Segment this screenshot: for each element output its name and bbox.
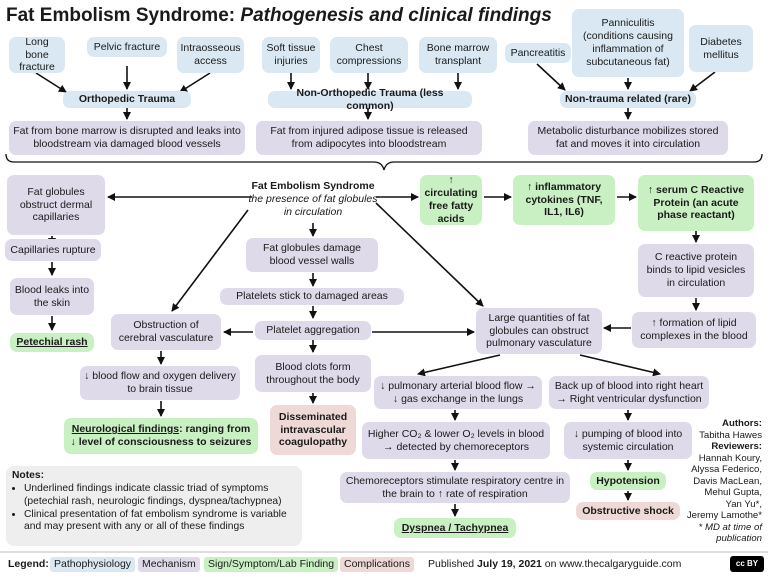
category-non-orthopedic: Non-Orthopedic Trauma (less common) (268, 87, 472, 112)
cerebral-obstruction: Obstruction of cerebral vasculature (111, 314, 221, 350)
cause-long-bone-fracture: Long bone fracture (9, 36, 65, 73)
dyspnea-tachypnea: Dyspnea / Tachypnea (394, 518, 516, 538)
mechanism-metabolic: Metabolic disturbance mobilizes stored f… (528, 121, 728, 155)
legend-complications: Complications (340, 557, 414, 572)
chemoreceptors: Chemoreceptors stimulate respiratory cen… (340, 472, 570, 503)
systemic-pumping: ↓ pumping of blood into systemic circula… (564, 422, 692, 459)
cause-diabetes: Diabetes mellitus (689, 25, 753, 72)
reviewer-name: Alyssa Federico, (691, 464, 762, 475)
hypotension: Hypotension (590, 472, 666, 490)
dermal-obstruction: Fat globules obstruct dermal capillaries (7, 175, 105, 235)
notes-panel: Notes: Underlined findings indicate clas… (6, 466, 302, 546)
notes-heading: Notes: (12, 470, 45, 481)
vessel-damage: Fat globules damage blood vessel walls (246, 238, 378, 272)
syndrome-title: Fat Embolism Syndrome (251, 180, 375, 192)
neuro-label: Neurological findings (71, 423, 180, 436)
syndrome-heading: Fat Embolism Syndrome the presence of fa… (246, 180, 380, 218)
reviewer-name: Hannah Koury, (698, 452, 762, 464)
blood-gas-levels: Higher CO₂ & lower O₂ levels in blood → … (362, 422, 550, 459)
serum-crp: ↑ serum C Reactive Protein (an acute pha… (638, 175, 754, 231)
pulmonary-flow: ↓ pulmonary arterial blood flow → ↓ gas … (374, 376, 542, 409)
cause-intraosseous-access: Intraosseous access (177, 37, 244, 73)
reviewer-name: Davis MacLean, (693, 475, 762, 487)
mechanism-adipose: Fat from injured adipose tissue is relea… (256, 121, 482, 155)
md-footnote: * MD at time of publication (698, 521, 762, 545)
category-non-trauma: Non-trauma related (rare) (560, 91, 696, 108)
reviewer-name: Jeremy Lamothe* (686, 510, 762, 521)
crp-binds-lipid: C reactive protein binds to lipid vesicl… (638, 244, 754, 297)
cause-pancreatitis: Pancreatitis (505, 43, 571, 63)
neurological-findings: Neurological findings: ranging from ↓ le… (64, 418, 258, 454)
note-item: Clinical presentation of fat embolism sy… (24, 509, 296, 535)
cause-soft-tissue: Soft tissue injuries (262, 37, 320, 73)
reviewer-name: Yan Yu*, (725, 498, 762, 510)
blood-clots: Blood clots form throughout the body (255, 355, 371, 392)
note-item: Underlined findings indicate classic tri… (24, 483, 296, 509)
reviewer-name: Mehul Gupta, (704, 487, 762, 498)
neuro-detail: : ranging from ↓ level of consciousness … (70, 423, 252, 448)
mechanism-bone-marrow: Fat from bone marrow is disrupted and le… (9, 121, 245, 155)
platelets-stick: Platelets stick to damaged areas (220, 288, 404, 305)
flow-arrows (0, 63, 768, 553)
inflammatory-cytokines: ↑ inflammatory cytokines (TNF, IL1, IL6) (513, 175, 615, 225)
cause-chest-compressions: Chest compressions (330, 37, 408, 73)
petechial-rash: Petechial rash (10, 333, 94, 352)
blood-leaks: Blood leaks into the skin (10, 278, 94, 315)
legend-sign-symptom: Sign/Symptom/Lab Finding (204, 557, 339, 572)
cause-bone-marrow-transplant: Bone marrow transplant (419, 37, 497, 73)
capillaries-rupture: Capillaries rupture (5, 239, 101, 261)
cc-license-icon: cc BY NC ND (730, 556, 764, 584)
syndrome-subtitle: the presence of fat globules in circulat… (248, 192, 378, 218)
category-orthopedic: Orthopedic Trauma (63, 91, 191, 108)
page-title: Fat Embolism Syndrome: Pathogenesis and … (6, 5, 552, 26)
authors-label: Authors: (722, 418, 762, 429)
free-fatty-acids: ↑ circulating free fatty acids (420, 174, 482, 225)
authors-panel: Authors: Tabitha Hawes Reviewers: Hannah… (662, 418, 762, 545)
reviewers-label: Reviewers: (711, 441, 762, 452)
legend-label: Legend: (8, 558, 49, 570)
cause-panniculitis: Panniculitis (conditions causing inflamm… (572, 9, 684, 77)
publish-info: Published July 19, 2021 on www.thecalgar… (428, 558, 682, 570)
brain-low-flow: ↓ blood flow and oxygen delivery to brai… (80, 366, 240, 400)
dic-complication: Disseminated intravascular coagulopathy (270, 405, 356, 455)
platelet-aggregation: Platelet aggregation (255, 321, 371, 340)
pulmonary-obstruction: Large quantities of fat globules can obs… (476, 308, 602, 354)
author-name: Tabitha Hawes (699, 429, 762, 441)
lipid-complexes: ↑ formation of lipid complexes in the bl… (632, 312, 756, 348)
cause-pelvic-fracture: Pelvic fracture (87, 37, 167, 57)
legend-mechanism: Mechanism (138, 557, 200, 572)
legend-bar: Legend: Pathophysiology Mechanism Sign/S… (0, 553, 768, 576)
legend-pathophysiology: Pathophysiology (50, 557, 136, 572)
right-heart-backup: Back up of blood into right heart → Righ… (549, 376, 709, 409)
obstructive-shock: Obstructive shock (576, 502, 680, 520)
